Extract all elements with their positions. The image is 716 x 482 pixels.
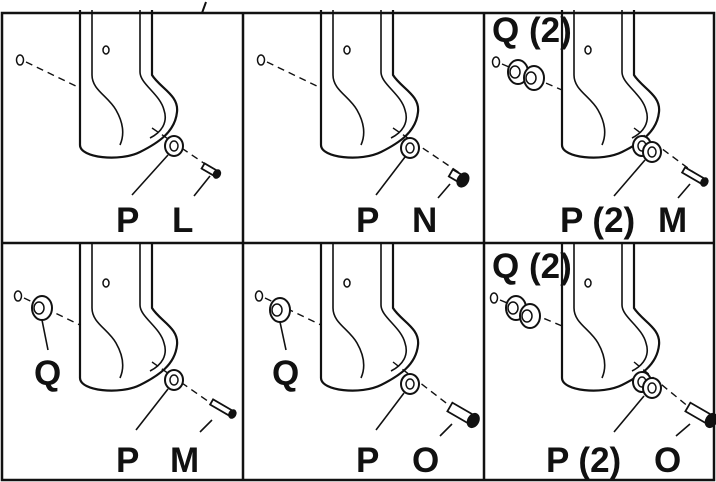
screw-icon [680,166,709,187]
label-spacer-q: Q [272,354,299,393]
screw-icon [447,168,470,188]
screw-icon [208,398,237,419]
label-screw-m: M [170,441,199,480]
panel-grid-border [0,11,716,482]
label-washer-p: P [116,201,139,240]
panel-2: P N [256,8,471,240]
label-screw-n: N [412,201,437,240]
label-washer-p: P [116,441,139,480]
label-screw-l: L [172,201,193,240]
label-washer-p: P [356,201,379,240]
label-washer-p-2: P (2) [546,441,621,480]
top-leader-line [201,1,207,14]
panel-6: Q (2) P (2) O [489,241,716,480]
screw-icon [446,401,480,429]
label-screw-o: O [654,441,681,480]
label-spacer-q-2: Q (2) [492,11,572,50]
label-spacer-q-2: Q (2) [492,247,572,286]
panel-4: Q P M [13,241,237,480]
label-washer-p-2: P (2) [560,201,635,240]
panel-3: Q (2) P (2) M [491,8,709,240]
screw-icon [200,162,222,179]
label-screw-o: O [412,441,439,480]
screw-icon [684,401,716,429]
label-screw-m: M [658,201,687,240]
label-spacer-q: Q [34,354,61,393]
label-washer-p: P [356,441,379,480]
panel-5: Q P O [254,241,480,480]
panel-1: P L [15,8,222,240]
